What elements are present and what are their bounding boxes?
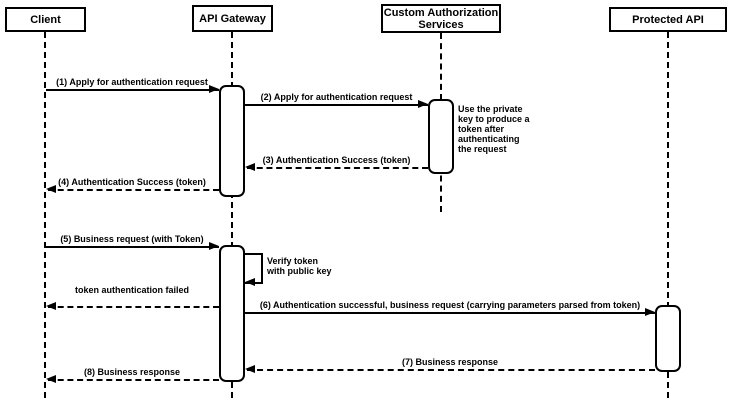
arrowhead-8: [46, 375, 56, 383]
message-line-3: [247, 167, 428, 169]
participant-custom-authorization-services-label: Custom Authorization Services: [383, 6, 499, 31]
activation-custom-authorization-services: [428, 99, 454, 174]
message-label-3: (3) Authentication Success (token): [262, 155, 411, 165]
message-label-5: (5) Business request (with Token): [60, 234, 204, 244]
self-message-verify-token-label: Verify token with public key: [267, 256, 332, 276]
participant-api-gateway-label: API Gateway: [199, 12, 266, 25]
message-line-4: [48, 189, 219, 191]
message-line-6: [245, 312, 655, 314]
arrowhead-7: [245, 365, 255, 373]
arrowhead-3: [245, 163, 255, 171]
participant-protected-api: Protected API: [609, 7, 727, 32]
arrowhead-4: [46, 185, 56, 193]
arrowhead-6: [645, 308, 655, 316]
arrowhead-5: [209, 242, 219, 250]
activation-api-gateway-2: [219, 245, 245, 382]
message-line-1: [46, 89, 219, 91]
message-line-5: [46, 246, 219, 248]
activation-protected-api: [655, 305, 681, 372]
message-label-4: (4) Authentication Success (token): [58, 177, 206, 187]
arrowhead-2: [418, 100, 428, 108]
arrowhead-1: [209, 85, 219, 93]
participant-client-label: Client: [30, 13, 61, 26]
message-label-token-failed: token authentication failed: [74, 285, 189, 295]
participant-custom-authorization-services: Custom Authorization Services: [381, 4, 501, 33]
lifeline-api-gateway: [231, 32, 233, 398]
note-private-key: Use the private key to produce a token a…: [458, 104, 530, 154]
message-label-2: (2) Apply for authentication request: [260, 92, 413, 102]
message-label-8: (8) Business response: [83, 367, 181, 377]
message-line-7: [247, 369, 655, 371]
participant-protected-api-label: Protected API: [632, 13, 704, 26]
message-label-1: (1) Apply for authentication request: [56, 77, 208, 87]
message-line-token-failed: [48, 306, 219, 308]
arrowhead-self-message: [245, 278, 255, 286]
participant-api-gateway: API Gateway: [192, 5, 273, 32]
message-label-6: (6) Authentication successful, business …: [259, 300, 641, 310]
message-label-7: (7) Business response: [401, 357, 499, 367]
activation-api-gateway-1: [219, 85, 245, 197]
lifeline-protected-api: [667, 32, 669, 398]
lifeline-client: [44, 32, 46, 398]
message-line-2: [245, 104, 428, 106]
arrowhead-token-failed: [46, 302, 56, 310]
message-line-8: [48, 379, 219, 381]
participant-client: Client: [5, 7, 86, 32]
